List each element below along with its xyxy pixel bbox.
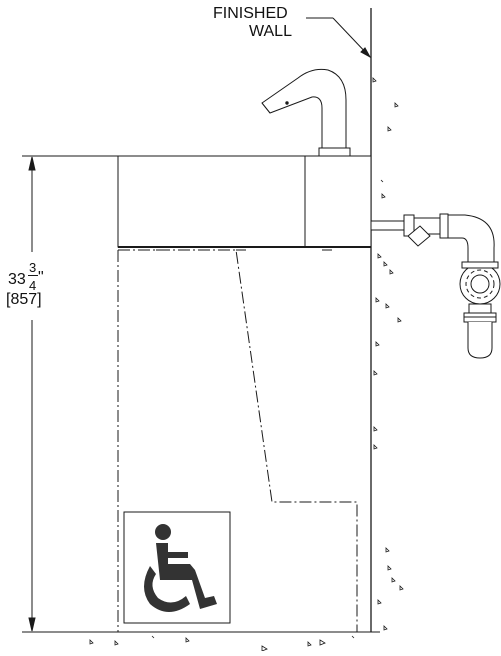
dimension-fraction-denominator: 4 xyxy=(29,278,37,293)
height-dimension-label: 33 3 4 " [857] xyxy=(4,258,64,318)
faucet xyxy=(261,68,351,157)
dimension-metric: [857] xyxy=(6,291,42,308)
fraction-bar xyxy=(28,275,38,276)
height-dimension xyxy=(22,155,118,633)
plumbing-assembly xyxy=(370,213,501,359)
dimension-fraction-numerator: 3 xyxy=(29,260,37,275)
finished-wall-label-line2: WALL xyxy=(249,23,292,40)
dimension-whole: 33 xyxy=(8,271,26,288)
finished-wall-label-line1: FINISHED xyxy=(213,5,288,22)
fountain-housing xyxy=(117,155,372,251)
wall-hatching xyxy=(89,77,404,652)
leader-arrowhead xyxy=(360,47,372,59)
knee-clearance-outline xyxy=(117,249,358,632)
wheelchair-accessibility-icon xyxy=(144,524,217,612)
dimension-inch-mark: " xyxy=(38,269,44,286)
